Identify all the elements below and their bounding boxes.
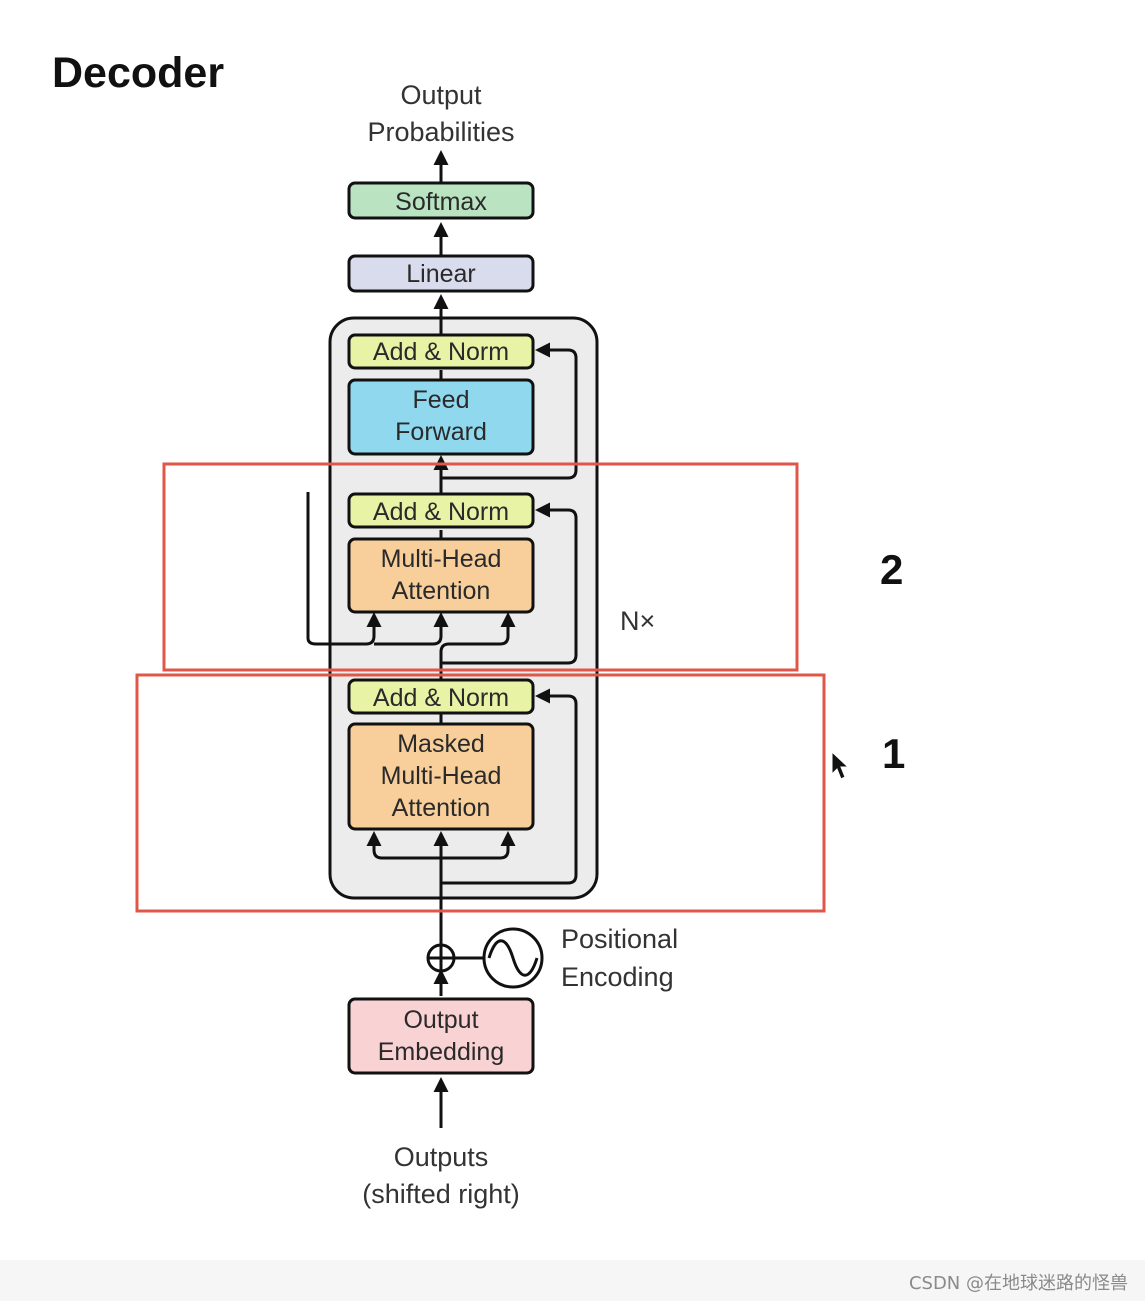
csdn-watermark: CSDN @在地球迷路的怪兽 — [909, 1273, 1128, 1294]
multi-head-attention-label-line1: Multi-Head — [381, 545, 502, 573]
feed-forward-block — [347, 378, 535, 456]
highlight-2-number: 2 — [880, 546, 903, 593]
output-embedding-label-line2: Embedding — [378, 1038, 504, 1066]
output-probabilities-label-line2: Probabilities — [367, 117, 514, 147]
masked-multi-head-attention-block — [347, 722, 535, 831]
softmax-label: Softmax — [395, 188, 487, 216]
multi-head-attention-block — [347, 537, 535, 614]
positional-encoding-label-line1: Positional — [561, 924, 678, 954]
arrow-encoder-to-cross-attention-left — [306, 492, 382, 646]
output-probabilities-label-line1: Output — [400, 80, 482, 110]
feed-forward-label-line2: Forward — [395, 418, 487, 446]
cross-add-norm-block — [347, 492, 535, 529]
output-embedding-label-line1: Output — [403, 1006, 478, 1034]
ffn-add-norm-label: Add & Norm — [373, 338, 509, 366]
masked-attention-label-line2: Multi-Head — [381, 762, 502, 790]
outputs-label-line1: Outputs — [394, 1142, 489, 1172]
output-embedding-block — [347, 997, 535, 1075]
cross-add-norm-label: Add & Norm — [373, 498, 509, 526]
outputs-label-line2: (shifted right) — [362, 1179, 520, 1209]
arrow-masked-attention-right — [441, 831, 516, 860]
highlight-box-2 — [162, 462, 799, 672]
residual-cross-attention — [441, 502, 578, 665]
highlight-box-1 — [135, 673, 826, 913]
multi-head-attention-label-line2: Attention — [392, 577, 491, 605]
arrow-encoder-to-cross-attention-mid — [374, 612, 449, 646]
softmax-block — [347, 181, 535, 220]
masked-add-norm-label: Add & Norm — [373, 684, 509, 712]
feed-forward-label-line1: Feed — [413, 386, 470, 414]
residual-ffn — [441, 342, 578, 480]
masked-add-norm-block — [347, 678, 535, 715]
arrow-cross-attention-query — [439, 612, 516, 680]
linear-label: Linear — [406, 260, 476, 288]
ffn-add-norm-block — [347, 333, 535, 370]
repeat-nx-label: N× — [620, 606, 655, 636]
positional-encoding-label-line2: Encoding — [561, 962, 674, 992]
arrow-masked-attention-left — [366, 831, 441, 860]
footer-strip — [0, 1260, 1145, 1301]
diagram-title: Decoder — [52, 49, 224, 97]
masked-attention-label-line1: Masked — [397, 730, 485, 758]
sine-wave-glyph — [487, 939, 539, 977]
residual-masked-attention — [441, 688, 578, 885]
linear-block — [347, 254, 535, 293]
masked-attention-label-line3: Attention — [392, 794, 491, 822]
highlight-1-number: 1 — [882, 730, 905, 777]
mouse-cursor-icon — [831, 750, 850, 780]
